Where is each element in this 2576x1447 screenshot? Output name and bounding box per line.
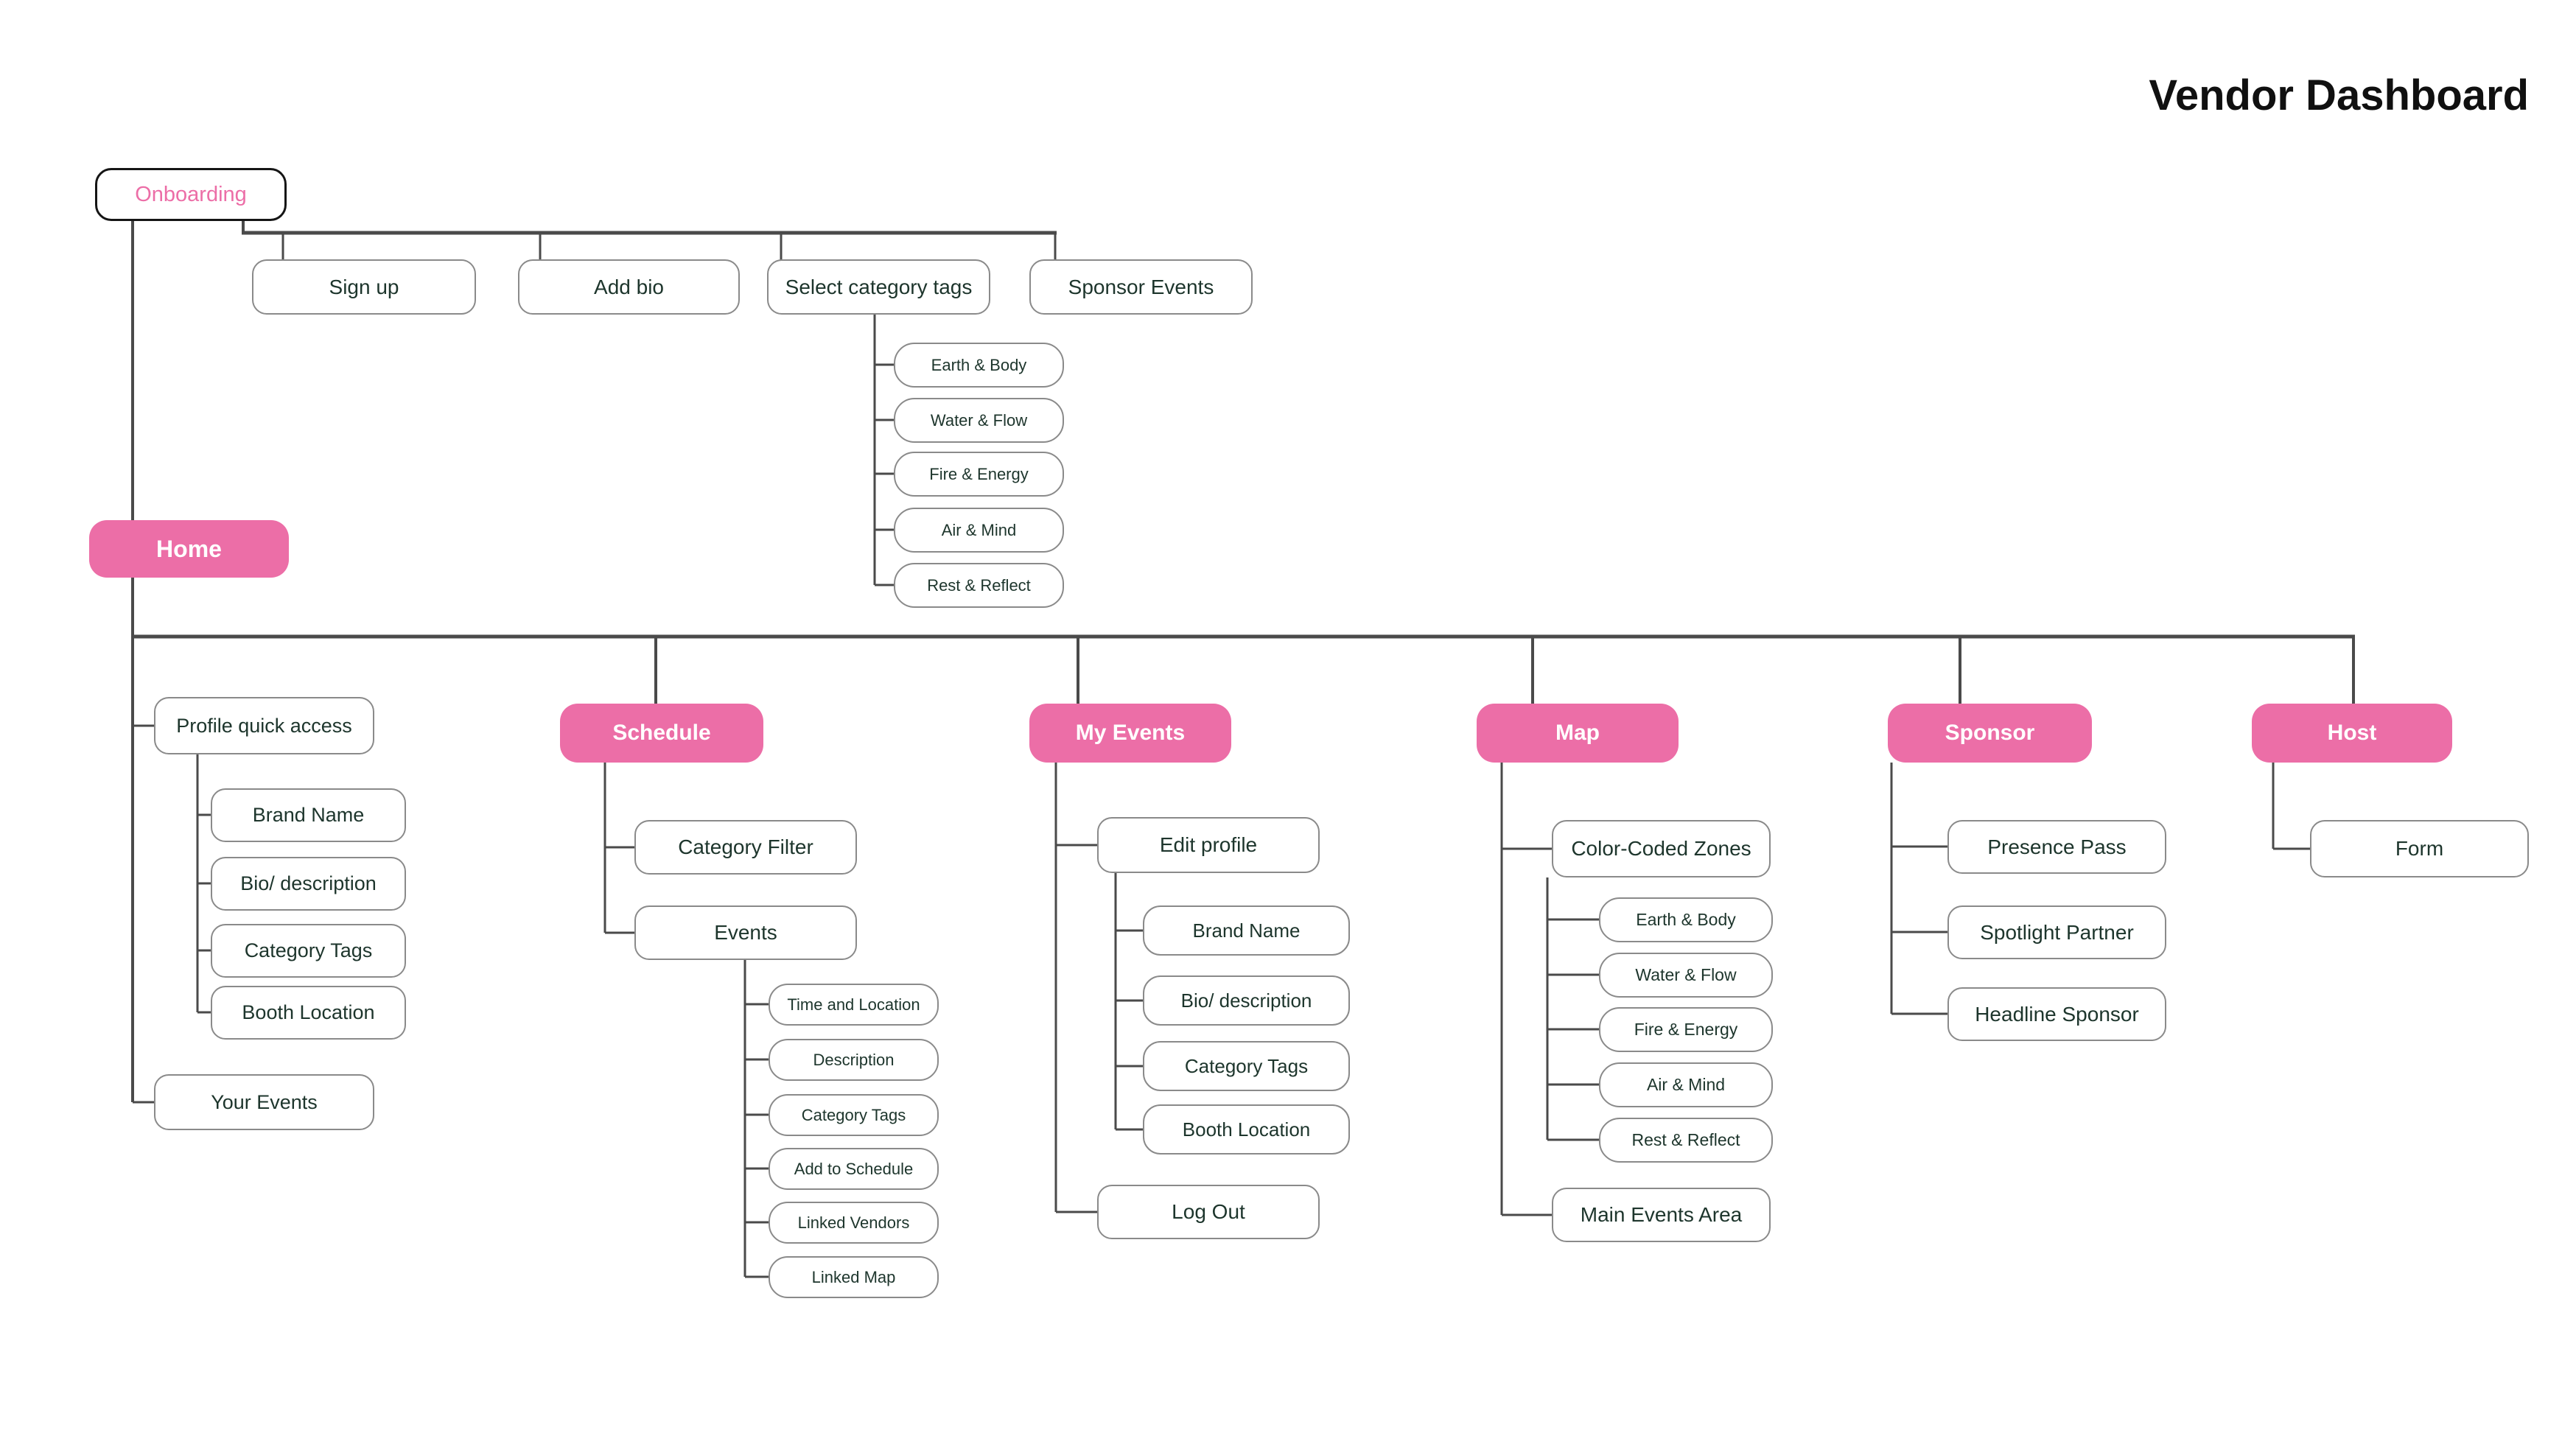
node-pqa-bio-description: Bio/ description xyxy=(211,857,406,911)
node-tag-air-mind: Air & Mind xyxy=(894,508,1064,553)
node-select-category-tags: Select category tags xyxy=(767,259,990,315)
node-add-bio: Add bio xyxy=(518,259,740,315)
node-tag-rest-reflect: Rest & Reflect xyxy=(894,563,1064,608)
node-profile-quick-access: Profile quick access xyxy=(154,697,374,754)
node-tag-earth-body: Earth & Body xyxy=(894,343,1064,388)
node-main-events-area: Main Events Area xyxy=(1552,1188,1771,1242)
node-tag-water-flow: Water & Flow xyxy=(894,398,1064,443)
node-home: Home xyxy=(89,520,289,578)
node-linked-vendors: Linked Vendors xyxy=(769,1202,939,1244)
node-spotlight-partner: Spotlight Partner xyxy=(1947,905,2166,959)
node-linked-map: Linked Map xyxy=(769,1256,939,1298)
node-edit-profile: Edit profile xyxy=(1097,817,1320,873)
node-tag-fire-energy: Fire & Energy xyxy=(894,452,1064,497)
node-map: Map xyxy=(1477,704,1679,763)
node-sponsor: Sponsor xyxy=(1888,704,2092,763)
node-zone-water-flow: Water & Flow xyxy=(1599,953,1773,998)
node-presence-pass: Presence Pass xyxy=(1947,820,2166,874)
node-my-events: My Events xyxy=(1029,704,1231,763)
node-event-category-tags: Category Tags xyxy=(769,1094,939,1136)
node-zone-air-mind: Air & Mind xyxy=(1599,1062,1773,1107)
node-zone-earth-body: Earth & Body xyxy=(1599,897,1773,942)
node-me-brand-name: Brand Name xyxy=(1143,905,1350,956)
node-zone-fire-energy: Fire & Energy xyxy=(1599,1007,1773,1052)
node-me-category-tags: Category Tags xyxy=(1143,1041,1350,1091)
node-host: Host xyxy=(2252,704,2452,763)
node-headline-sponsor: Headline Sponsor xyxy=(1947,987,2166,1041)
node-description: Description xyxy=(769,1039,939,1081)
node-me-bio-description: Bio/ description xyxy=(1143,975,1350,1026)
node-category-filter: Category Filter xyxy=(634,820,857,875)
node-form: Form xyxy=(2310,820,2529,877)
page-title: Vendor Dashboard xyxy=(2149,71,2529,119)
node-schedule: Schedule xyxy=(560,704,763,763)
node-log-out: Log Out xyxy=(1097,1185,1320,1239)
node-pqa-category-tags: Category Tags xyxy=(211,924,406,978)
node-me-booth-location: Booth Location xyxy=(1143,1104,1350,1155)
node-add-to-schedule: Add to Schedule xyxy=(769,1148,939,1190)
node-pqa-brand-name: Brand Name xyxy=(211,788,406,842)
node-sponsor-events: Sponsor Events xyxy=(1029,259,1253,315)
node-zone-rest-reflect: Rest & Reflect xyxy=(1599,1118,1773,1163)
node-color-coded-zones: Color-Coded Zones xyxy=(1552,820,1771,877)
node-time-and-location: Time and Location xyxy=(769,984,939,1026)
node-sign-up: Sign up xyxy=(252,259,476,315)
node-onboarding: Onboarding xyxy=(95,168,287,221)
node-your-events: Your Events xyxy=(154,1074,374,1130)
node-pqa-booth-location: Booth Location xyxy=(211,986,406,1040)
node-events: Events xyxy=(634,905,857,960)
